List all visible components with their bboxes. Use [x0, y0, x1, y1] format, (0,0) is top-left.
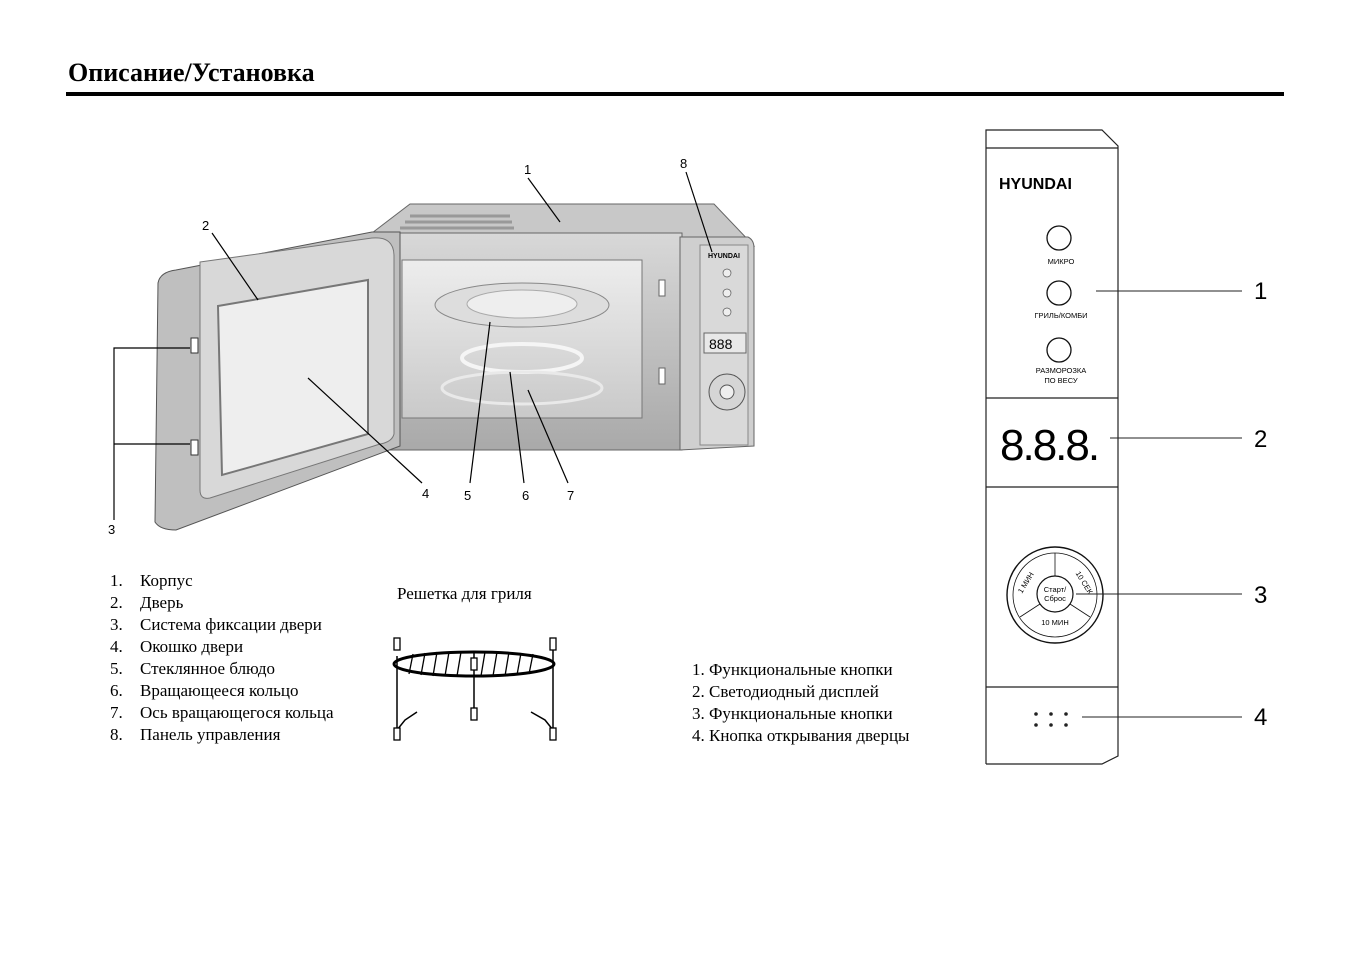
list-item: 4.Окошко двери — [110, 637, 244, 656]
svg-text:8: 8 — [680, 156, 687, 171]
list-item: 5.Стеклянное блюдо — [110, 659, 276, 678]
svg-text:РАЗМОРОЗКА: РАЗМОРОЗКА — [1036, 366, 1087, 375]
micro-button — [1046, 225, 1072, 251]
page-title: Описание/Установка — [68, 58, 315, 87]
door-open-button — [1034, 712, 1068, 727]
svg-text:2: 2 — [1254, 426, 1267, 453]
list-item: 3. Функциональные кнопки — [692, 704, 893, 723]
svg-text:2: 2 — [202, 218, 209, 233]
svg-text:10 МИН: 10 МИН — [1041, 618, 1068, 627]
list-item: 6.Вращающееся кольцо — [110, 681, 299, 700]
control-panel-diagram: HYUNDAI МИКРО ГРИЛЬ/КОМБИ РАЗМОРОЗКА ПО … — [985, 129, 1267, 765]
panel-callout-labels: 1 2 3 4 — [1254, 278, 1267, 731]
title-rule — [66, 92, 1284, 96]
svg-text:4: 4 — [1254, 704, 1267, 731]
list-item: 1.Корпус — [110, 571, 193, 590]
svg-text:7: 7 — [567, 488, 574, 503]
brand-logo: HYUNDAI — [999, 176, 1072, 193]
svg-text:Старт/: Старт/ — [1044, 585, 1067, 594]
parts-list: 1.Корпус 2.Дверь 3.Система фиксации двер… — [110, 570, 334, 746]
list-item: 2. Светодиодный дисплей — [692, 682, 879, 701]
svg-text:3: 3 — [1254, 582, 1267, 609]
svg-text:3: 3 — [108, 522, 115, 537]
list-item: 7.Ось вращающегося кольца — [110, 703, 334, 722]
svg-text:ГРИЛЬ/КОМБИ: ГРИЛЬ/КОМБИ — [1034, 311, 1087, 320]
svg-text:Сброс: Сброс — [1044, 594, 1066, 603]
list-item: 4. Кнопка открывания дверцы — [692, 726, 910, 745]
list-item: 2.Дверь — [110, 593, 184, 612]
svg-text:4: 4 — [422, 486, 429, 501]
grill-combi-button — [1046, 280, 1072, 306]
svg-text:1: 1 — [1254, 278, 1267, 305]
svg-text:888: 888 — [709, 336, 733, 352]
list-item: 8.Панель управления — [110, 725, 281, 744]
oven-callout-labels: 1 2 3 4 5 6 7 8 — [108, 156, 687, 537]
list-item: 3.Система фиксации двери — [110, 615, 322, 634]
svg-text:5: 5 — [464, 488, 471, 503]
grill-rack-illustration — [392, 637, 557, 741]
defrost-button — [1046, 337, 1072, 363]
svg-text:HYUNDAI: HYUNDAI — [708, 253, 740, 260]
svg-text:МИКРО: МИКРО — [1048, 257, 1075, 266]
microwave-illustration: HYUNDAI 888 1 2 3 4 5 6 7 8 — [108, 156, 756, 537]
svg-text:1: 1 — [524, 162, 531, 177]
svg-text:6: 6 — [522, 488, 529, 503]
panel-items-list: 1. Функциональные кнопки 2. Светодиодный… — [692, 659, 909, 747]
list-item: 1. Функциональные кнопки — [692, 660, 893, 679]
svg-text:ПО ВЕСУ: ПО ВЕСУ — [1044, 376, 1077, 385]
grill-caption: Решетка для гриля — [397, 584, 532, 603]
led-display: 8.8.8. — [1000, 421, 1098, 470]
